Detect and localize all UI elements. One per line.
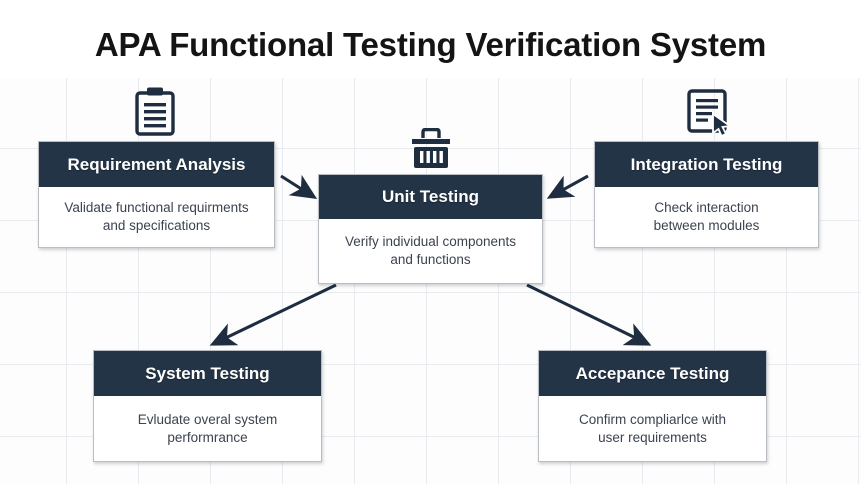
- node-body-line1: Verify individual components: [344, 234, 517, 249]
- node-body-line2: and functions: [390, 252, 471, 267]
- clipboard-icon: [131, 86, 179, 136]
- toolbox-icon: [408, 127, 454, 170]
- node-title: Unit Testing: [319, 175, 542, 219]
- node-title: System Testing: [94, 351, 321, 396]
- node-requirement-analysis[interactable]: Requirement Analysis Validate functional…: [38, 141, 275, 248]
- node-body-line1: Evludate overal system: [137, 411, 278, 427]
- node-acceptance-testing[interactable]: Accepance Testing Confirm compliarlce wi…: [538, 350, 767, 462]
- node-system-testing[interactable]: System Testing Evludate overal system pe…: [93, 350, 322, 462]
- arrow-unit-to-acceptance: [526, 283, 652, 346]
- title-background-band: [0, 0, 861, 78]
- node-body-line2: performrance: [167, 429, 248, 445]
- node-title: Accepance Testing: [539, 351, 766, 396]
- node-body-line2: user requirements: [598, 429, 707, 445]
- arrow-integration-to-unit: [546, 174, 589, 199]
- node-title: Integration Testing: [595, 142, 818, 187]
- node-body-line1: Validate functional requirments: [64, 200, 249, 215]
- node-body-line1: Confirm compliarlce with: [578, 411, 727, 427]
- node-integration-testing[interactable]: Integration Testing Check interaction be…: [594, 141, 819, 248]
- node-body: Confirm compliarlce with user requiremen…: [539, 396, 766, 461]
- document-cursor-icon: [684, 86, 734, 138]
- arrow-unit-to-system: [209, 283, 337, 346]
- arrow-requirement-to-unit: [280, 174, 318, 199]
- node-body: Validate functional requirments and spec…: [39, 187, 274, 247]
- node-body-line2: and specifications: [102, 218, 211, 233]
- node-body: Evludate overal system performrance: [94, 396, 321, 461]
- page-title: APA Functional Testing Verification Syst…: [94, 26, 767, 63]
- node-title: Requirement Analysis: [39, 142, 274, 187]
- node-body: Verify individual components and functio…: [319, 219, 542, 283]
- node-unit-testing[interactable]: Unit Testing Verify individual component…: [318, 174, 543, 284]
- node-body-line1: Check interaction: [654, 200, 759, 215]
- node-body-line2: between modules: [653, 218, 760, 233]
- node-body: Check interaction between modules: [595, 187, 818, 247]
